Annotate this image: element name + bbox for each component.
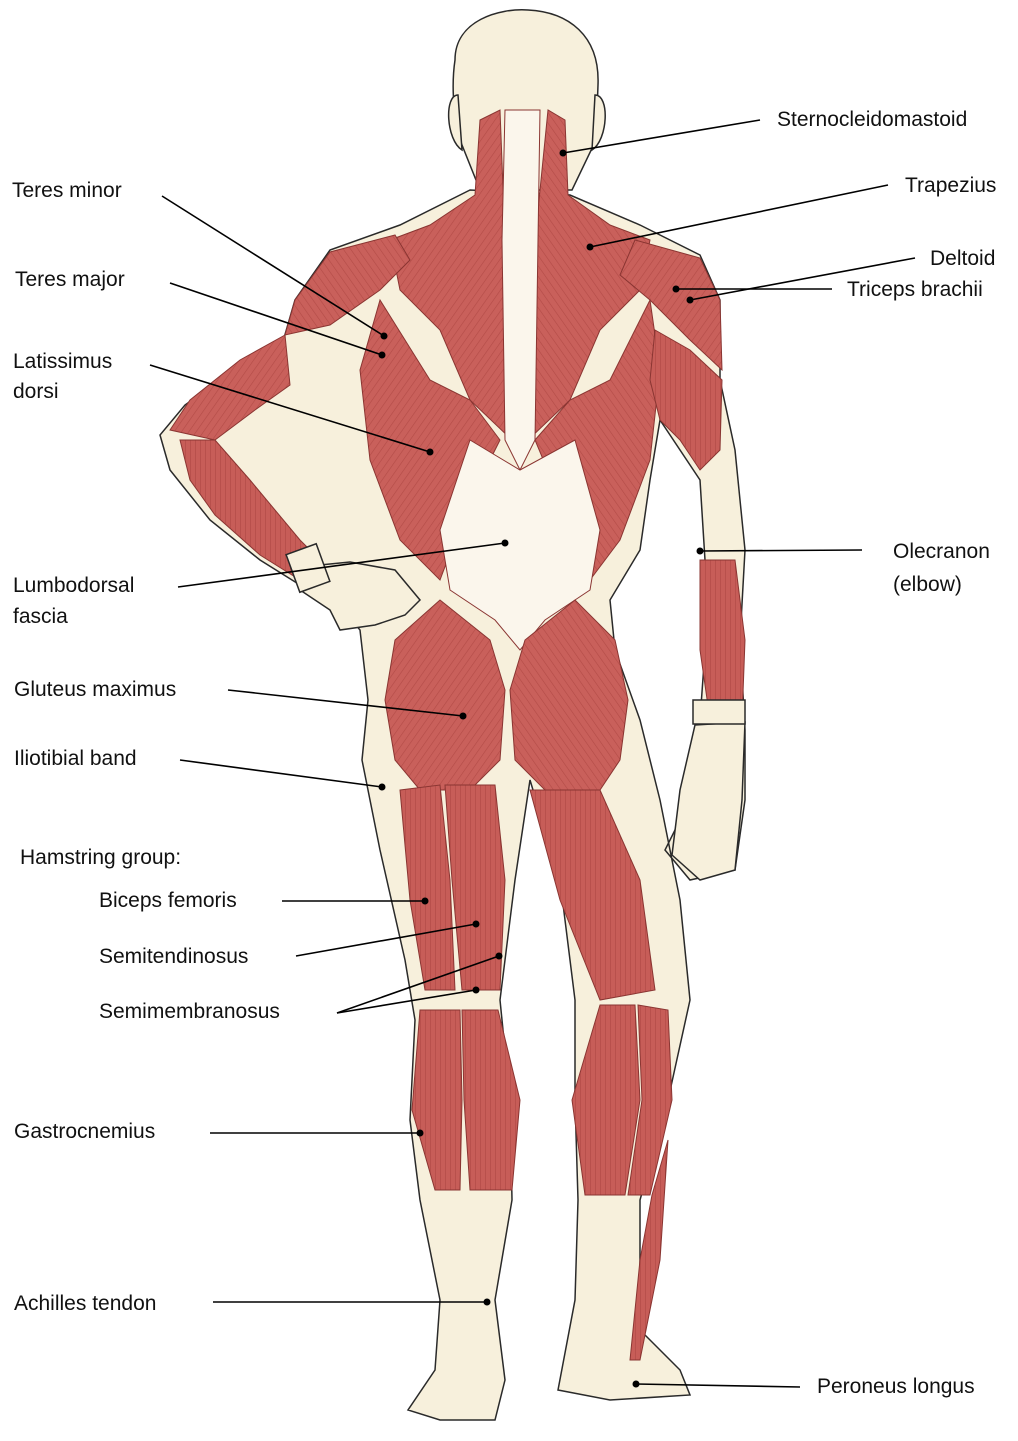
dot-trapezius xyxy=(587,244,594,251)
dot-semimembranosus-b xyxy=(473,987,480,994)
leader-olecranon xyxy=(700,550,862,551)
dot-lumbodorsal xyxy=(502,540,509,547)
dot-gastrocnemius xyxy=(417,1130,424,1137)
dot-biceps-femoris xyxy=(422,898,429,905)
label-olecranon: Olecranon xyxy=(893,538,990,566)
label-lumbodorsal: Lumbodorsal xyxy=(13,572,134,600)
label-hamstring-group: Hamstring group: xyxy=(20,844,181,872)
dot-gluteus xyxy=(460,713,467,720)
dot-iliotibial xyxy=(379,784,386,791)
right-ear xyxy=(592,95,605,150)
dot-teres-minor xyxy=(381,333,388,340)
label-semimembranosus: Semimembranosus xyxy=(99,998,280,1026)
dot-teres-major xyxy=(379,352,386,359)
leader-trapezius xyxy=(590,185,888,247)
right-forearm-muscle xyxy=(700,560,745,720)
label-biceps-femoris: Biceps femoris xyxy=(99,887,237,915)
label-teres-minor: Teres minor xyxy=(12,177,122,205)
label-sternocleidomastoid: Sternocleidomastoid xyxy=(777,106,967,134)
label-triceps-brachii: Triceps brachii xyxy=(847,276,983,304)
label-gastrocnemius: Gastrocnemius xyxy=(14,1118,155,1146)
label-semitendinosus: Semitendinosus xyxy=(99,943,248,971)
label-iliotibial-band: Iliotibial band xyxy=(14,745,137,773)
dot-sternocleidomastoid xyxy=(560,150,567,157)
label-deltoid: Deltoid xyxy=(930,245,995,273)
label-gluteus-maximus: Gluteus maximus xyxy=(14,676,176,704)
dot-peroneus xyxy=(633,1381,640,1388)
label-olecranon-elbow: (elbow) xyxy=(893,571,962,599)
dot-latissimus xyxy=(427,449,434,456)
label-lumbodorsal-fascia: fascia xyxy=(13,603,68,631)
dot-achilles xyxy=(484,1299,491,1306)
dot-semitendinosus xyxy=(473,921,480,928)
right-hand xyxy=(672,722,745,880)
label-trapezius: Trapezius xyxy=(905,172,996,200)
leader-iliotibial xyxy=(180,760,382,787)
dot-semimembranosus-a xyxy=(496,953,503,960)
label-peroneus-longus: Peroneus longus xyxy=(817,1373,975,1401)
dot-olecranon xyxy=(697,548,704,555)
label-teres-major: Teres major xyxy=(15,266,125,294)
dot-deltoid xyxy=(687,297,694,304)
dot-triceps xyxy=(673,286,680,293)
label-achilles-tendon: Achilles tendon xyxy=(14,1290,156,1318)
label-latissimus: Latissimus xyxy=(13,348,112,376)
left-gastrocnemius-muscle-2 xyxy=(462,1010,520,1190)
right-wrist-band xyxy=(693,700,745,724)
spinal-tendon xyxy=(502,110,540,470)
label-latissimus-dorsi: dorsi xyxy=(13,378,59,406)
muscle-layer xyxy=(170,110,745,1360)
